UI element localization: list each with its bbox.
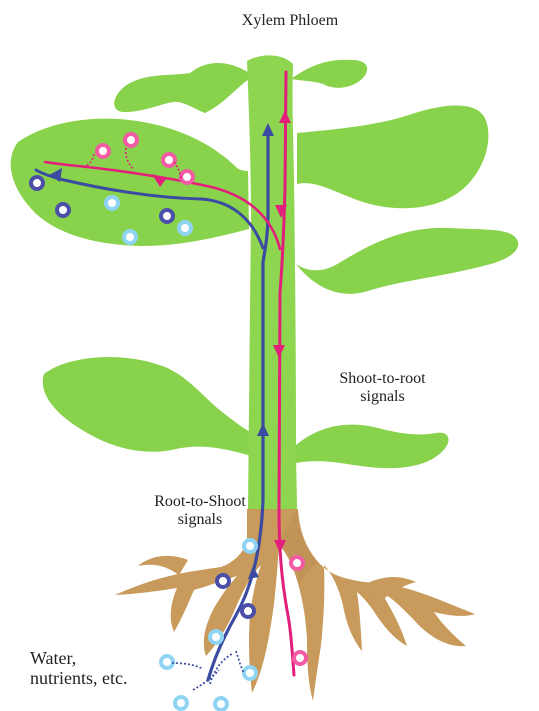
top-right-small-leaf bbox=[291, 60, 367, 88]
water-nutrients-line-2: nutrients, etc. bbox=[30, 669, 127, 689]
xylem-phloem-heading: Xylem Phloem bbox=[215, 12, 365, 30]
leaf-signal-light-3 bbox=[124, 231, 136, 243]
root-signal-light-5 bbox=[175, 697, 187, 709]
root-signal-pink-1 bbox=[291, 557, 303, 569]
leaf-signal-light-1 bbox=[106, 197, 118, 209]
leaf-signal-pink-3 bbox=[163, 154, 175, 166]
leaf-signal-pink-1 bbox=[125, 134, 137, 146]
shoot-to-root-label: Shoot-to-root signals bbox=[320, 370, 445, 407]
root-signal-light-6 bbox=[215, 698, 227, 710]
root-signal-light-4 bbox=[244, 667, 256, 679]
leaf-signal-pink-4 bbox=[181, 171, 193, 183]
root-signal-dark-1 bbox=[217, 575, 229, 587]
root-signal-dark-2 bbox=[242, 605, 254, 617]
shoot-to-root-line-2: signals bbox=[320, 388, 445, 406]
middle-right-leaf bbox=[296, 228, 518, 294]
top-left-leaf bbox=[114, 63, 254, 113]
root-to-shoot-line-2: signals bbox=[130, 511, 270, 529]
root-signal-light-3 bbox=[161, 656, 173, 668]
leaf-signal-light-2 bbox=[179, 222, 191, 234]
root-dotted-path-3 bbox=[193, 670, 219, 690]
lower-left-leaf bbox=[43, 357, 258, 458]
root-small-branch-left bbox=[138, 556, 188, 575]
root-signal-light-1 bbox=[244, 540, 256, 552]
water-nutrients-label: Water, nutrients, etc. bbox=[30, 649, 127, 689]
root-signal-pink-2 bbox=[294, 652, 306, 664]
upper-right-leaf bbox=[297, 106, 488, 209]
leaf-signal-dark-1 bbox=[31, 177, 43, 189]
root-to-shoot-label: Root-to-Shoot signals bbox=[130, 493, 270, 530]
lower-right-leaf bbox=[296, 425, 449, 469]
leaf-signal-dark-2 bbox=[57, 204, 69, 216]
root-dotted-path-2 bbox=[210, 654, 232, 684]
root-dotted-path-1 bbox=[172, 663, 203, 669]
leaf-signal-dark-3 bbox=[161, 210, 173, 222]
water-nutrients-line-1: Water, bbox=[30, 649, 127, 669]
shoot-to-root-line-1: Shoot-to-root bbox=[320, 370, 445, 388]
leaf-signal-pink-2 bbox=[97, 145, 109, 157]
root-to-shoot-line-1: Root-to-Shoot bbox=[130, 493, 270, 511]
stem bbox=[247, 55, 297, 509]
root-signal-light-2 bbox=[210, 631, 222, 643]
